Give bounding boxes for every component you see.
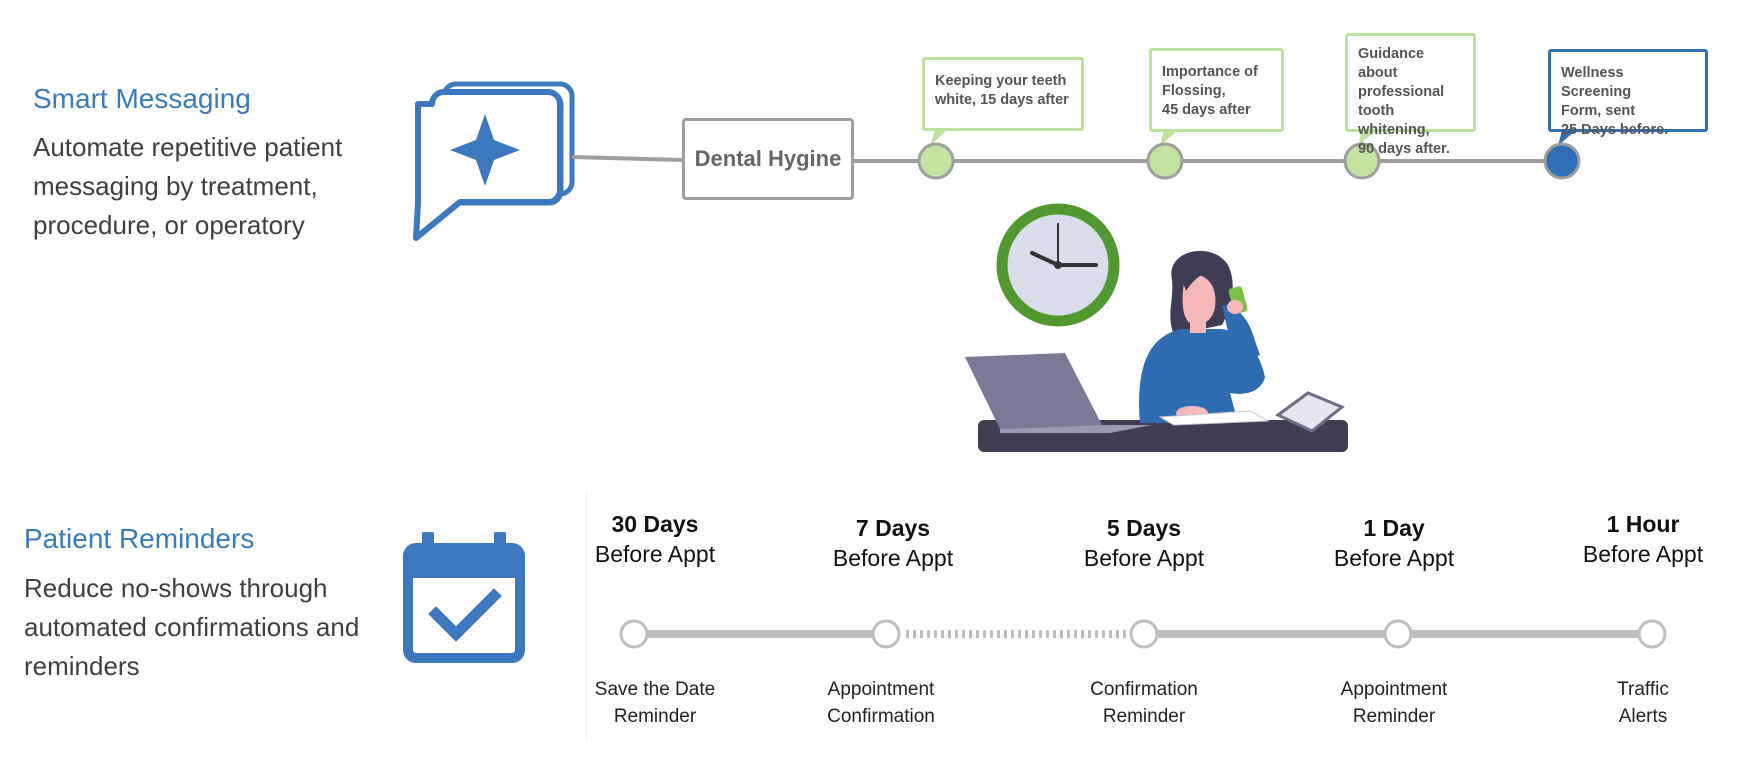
message-bubble-2: Importance of Flossing, 45 days after: [1149, 48, 1284, 132]
reminders-timeline: [619, 619, 1667, 649]
smart-messaging-title: Smart Messaging: [33, 83, 251, 114]
reminder-3-sub-text: Before Appt: [1083, 545, 1205, 571]
reminder-2-label-line-2: Confirmation: [827, 706, 935, 727]
message-bubble-1: Keeping your teeth white, 15 days after: [922, 57, 1084, 131]
bubble-tail-2: [1160, 130, 1178, 146]
reminder-1-label-line-2: Reminder: [613, 706, 697, 727]
reminder-step-2-when: 7 Days Before Appt: [788, 513, 998, 573]
reminder-node-2: [871, 619, 901, 649]
dental-hygiene-box: Dental Hygine: [682, 118, 854, 200]
timeline-node-3: [1343, 142, 1381, 180]
reminder-5-label-line-2: Alerts: [1618, 706, 1668, 727]
reminder-step-3-label: Confirmation Reminder: [1039, 676, 1249, 730]
reminder-step-3-when: 5 Days Before Appt: [1039, 513, 1249, 573]
reminder-3-when-text: 5 Days: [1106, 515, 1182, 541]
message-4-line-2: Form, sent: [1561, 103, 1636, 119]
reminder-4-label-line-2: Reminder: [1352, 706, 1436, 727]
reminder-step-4-when: 1 Day Before Appt: [1289, 513, 1499, 573]
reminders-divider: [586, 492, 587, 740]
reminder-1-label-line-1: Save the Date: [594, 679, 716, 700]
reminder-4-label-line-1: Appointment: [1340, 679, 1448, 700]
message-1-line-2: white, 15 days after: [935, 92, 1069, 108]
bubble-tail-3: [1358, 130, 1376, 146]
reminder-5-label-line-1: Traffic: [1617, 679, 1669, 700]
reminder-1-sub-text: Before Appt: [594, 541, 716, 567]
reminder-node-1: [619, 619, 649, 649]
reminder-step-1-when: 30 Days Before Appt: [550, 509, 760, 569]
timeline-connector-left: [571, 155, 683, 162]
timeline-node-2: [1146, 142, 1184, 180]
message-bubble-3: Guidance about professional tooth whiten…: [1345, 33, 1476, 157]
message-2-line-3: 45 days after: [1162, 102, 1251, 118]
clock-icon: [996, 203, 1120, 327]
message-3-line-4: 90 days after.: [1358, 141, 1450, 157]
reminder-3-label-line-1: Confirmation: [1090, 679, 1198, 700]
reminder-4-sub-text: Before Appt: [1333, 545, 1455, 571]
reminder-step-5-when: 1 Hour Before Appt: [1538, 509, 1748, 569]
reminder-5-when-text: 1 Hour: [1606, 511, 1680, 537]
timeline-node-1: [917, 142, 955, 180]
message-4-line-1: Wellness Screening: [1561, 65, 1632, 100]
patient-reminders-title: Patient Reminders: [24, 523, 255, 554]
reminder-step-4-label: Appointment Reminder: [1289, 676, 1499, 730]
timeline-node-4: [1543, 142, 1581, 180]
messaging-timeline: [571, 130, 1581, 180]
message-bubble-4: Wellness Screening Form, sent 25 Days be…: [1548, 49, 1708, 138]
patient-reminders-description: Reduce no-shows through automated confir…: [24, 573, 360, 681]
bubble-tail-4: [1558, 130, 1576, 146]
reminder-5-sub-text: Before Appt: [1582, 541, 1704, 567]
reminder-node-3: [1129, 619, 1159, 649]
reminder-node-4: [1383, 619, 1413, 649]
reminder-step-5-label: Traffic Alerts: [1538, 676, 1748, 730]
woman-on-phone-illustration: [965, 250, 1348, 452]
message-3-line-1: Guidance about: [1358, 46, 1425, 81]
bubble-tail-1: [930, 130, 947, 146]
reminder-2-sub-text: Before Appt: [832, 545, 954, 571]
reminder-step-1-label: Save the Date Reminder: [550, 676, 760, 730]
reminder-node-5: [1637, 619, 1667, 649]
calendar-check-icon: [403, 532, 525, 663]
chat-bubbles-sparkle-icon: [413, 81, 575, 241]
reminder-step-2-label: Appointment Confirmation: [776, 676, 986, 730]
message-3-line-2: professional: [1358, 84, 1445, 100]
reminder-4-when-text: 1 Day: [1363, 515, 1425, 541]
message-2-line-1: Importance of: [1162, 64, 1258, 80]
reminder-2-when-text: 7 Days: [855, 515, 931, 541]
message-2-line-2: Flossing,: [1162, 83, 1226, 99]
reminder-1-when-text: 30 Days: [611, 511, 699, 537]
message-4-line-3: 25 Days before.: [1561, 122, 1669, 138]
smart-messaging-description: Automate repetitive patient messaging by…: [33, 132, 343, 240]
message-1-line-1: Keeping your teeth: [935, 73, 1067, 89]
message-3-line-3: tooth whitening,: [1358, 103, 1430, 138]
reminder-2-label-line-1: Appointment: [827, 679, 935, 700]
reminder-3-label-line-2: Reminder: [1102, 706, 1186, 727]
